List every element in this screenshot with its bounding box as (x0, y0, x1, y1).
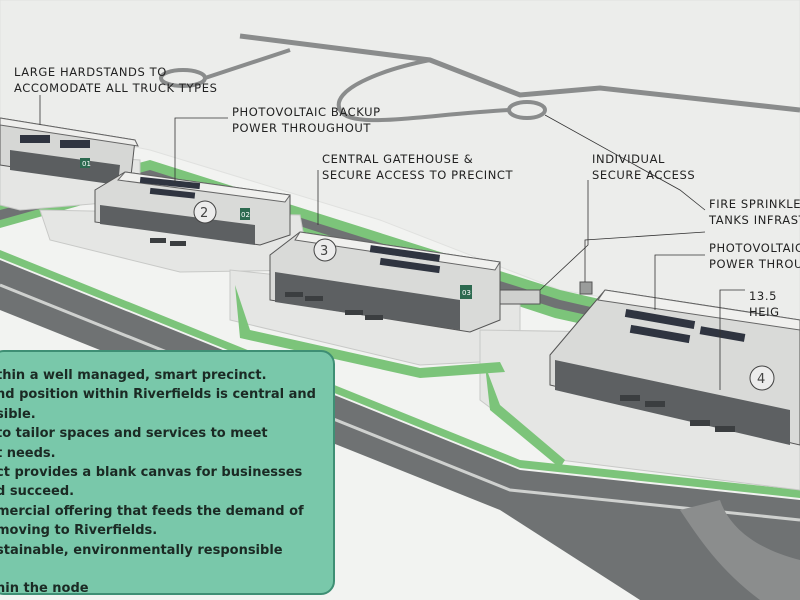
leader-lines (39, 95, 745, 390)
callout-line: stainable, environmentally responsible (0, 542, 283, 558)
label-photovoltaic-power: PHOTOVOLTAIC POWER THROUG (709, 241, 800, 271)
callout-line: d succeed. (0, 484, 75, 500)
building-3: 03 3 (269, 231, 501, 333)
callout-line: to tailor spaces and services to meet (0, 426, 268, 442)
label-hardstands: LARGE HARDSTANDS TO ACCOMODATE ALL TRUCK… (14, 65, 218, 95)
building-3-code: 03 (462, 289, 471, 297)
exit-road-curve (680, 500, 800, 600)
features-callout: thin a well managed, smart precinct. nd … (0, 350, 335, 595)
building-4-number: 4 (757, 372, 765, 387)
building-4: 4 (549, 289, 800, 446)
label-central-gatehouse: CENTRAL GATEHOUSE & SECURE ACCESS TO PRE… (322, 152, 514, 182)
callout-line: sible. (0, 406, 36, 422)
building-1: 01 (0, 117, 139, 186)
label-fire-sprinkler: FIRE SPRINKLER TANKS INFRAST (709, 197, 800, 227)
trucks (150, 238, 735, 432)
green-buffer-4 (485, 365, 565, 468)
lower-boulevard (0, 260, 800, 600)
building-2: 02 2 (94, 171, 291, 246)
callout-line: thin a well managed, smart precinct. (0, 368, 267, 383)
green-buffer-3 (235, 285, 505, 378)
callout-line: mercial offering that feeds the demand o… (0, 503, 304, 519)
roundabout-right (507, 100, 547, 120)
callout-line: ct provides a blank canvas for businesse… (0, 465, 303, 481)
gatehouse (499, 281, 593, 305)
building-4-number-marker (749, 365, 775, 391)
building-2-code: 02 (241, 211, 250, 219)
callout-line: moving to Riverfields. (0, 523, 158, 539)
upper-road-branch (336, 58, 511, 123)
road-link (204, 48, 291, 80)
building-3-number-marker (313, 238, 337, 262)
callout-line: hin the node (0, 581, 89, 595)
label-individual-access: INDIVIDUAL SECURE ACCESS (592, 152, 696, 182)
callout-line: nd position within Riverfields is centra… (0, 387, 316, 403)
building-3-number: 3 (320, 244, 328, 259)
building-1-code: 01 (82, 160, 91, 168)
building-2-number: 2 (200, 206, 208, 221)
callout-line: t needs. (0, 445, 56, 461)
label-height: 13.5 HEIG (749, 289, 780, 319)
callout-line (0, 560, 333, 579)
label-photovoltaic-backup: PHOTOVOLTAIC BACKUP POWER THROUGHOUT (232, 105, 381, 135)
upper-road (239, 33, 800, 113)
building-2-number-marker (193, 200, 217, 224)
